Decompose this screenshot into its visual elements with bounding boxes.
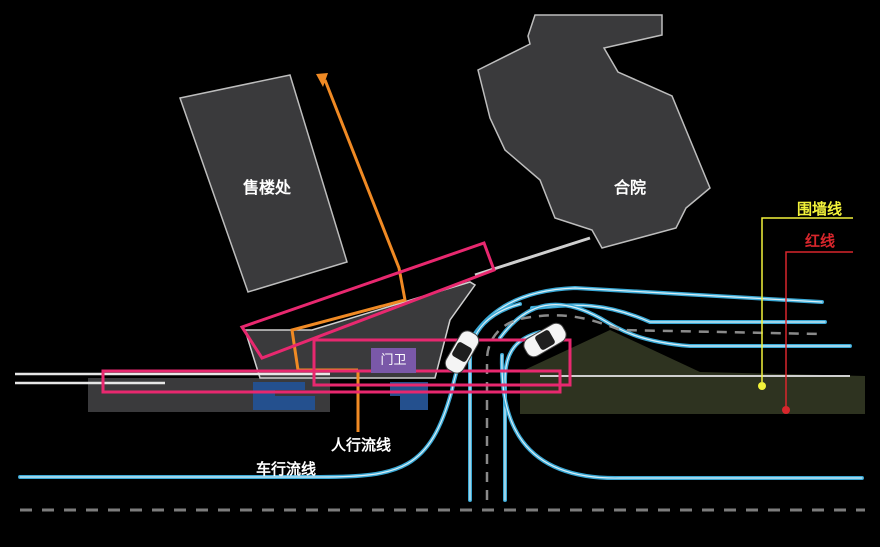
wall-line-marker	[758, 217, 853, 390]
driveway-dashed-line	[485, 314, 821, 500]
courtyard-building	[477, 14, 711, 249]
guard-block-right	[390, 382, 428, 410]
courtyard-label: 合院	[614, 178, 647, 197]
sales-office-building	[179, 74, 348, 293]
entrance-canopy	[243, 281, 477, 379]
vehicle-flow-label: 车行流线	[256, 460, 317, 478]
pedestrian-arrow-head	[316, 73, 328, 87]
green-zone	[520, 330, 865, 414]
sales-office-label: 售楼处	[243, 178, 292, 197]
red-line-marker	[782, 251, 853, 414]
car-2	[523, 322, 567, 358]
pedestrian-flow-label: 人行流线	[331, 436, 392, 454]
vehicle-flow-lines	[18, 285, 864, 502]
gatehouse-label: 门卫	[371, 348, 416, 373]
guard-block-left	[253, 382, 315, 410]
red-line-label: 红线	[805, 232, 836, 250]
car-1	[444, 330, 480, 374]
wall-line-label: 围墙线	[797, 200, 843, 218]
